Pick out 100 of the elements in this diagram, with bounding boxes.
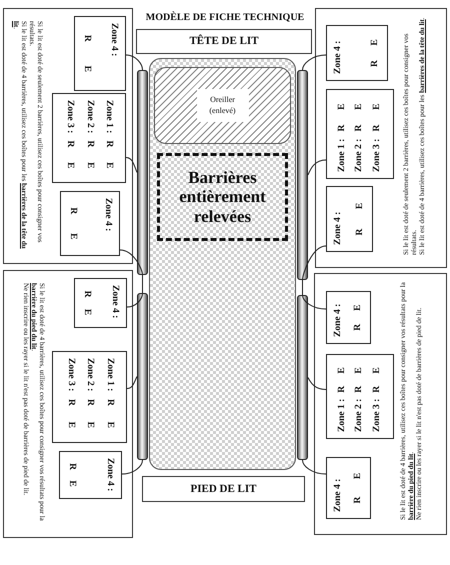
leader-line: [126, 292, 143, 308]
dashed-frame: [157, 153, 288, 241]
zone-box: [52, 351, 127, 443]
instruction-panel: [3, 270, 133, 538]
result-label: E: [338, 104, 348, 110]
zone-box: [60, 191, 120, 256]
bed-rail: [297, 295, 308, 460]
bed-frame: [149, 58, 296, 470]
zone-box: [74, 278, 127, 328]
result-label: E: [84, 422, 94, 428]
bed-rail: [137, 70, 148, 275]
result-label: R: [355, 386, 365, 393]
zone-label: Zone 1 :: [338, 398, 348, 432]
page-title: MODÈLE DE FICHE TECHNIQUE: [144, 12, 306, 23]
leader-line: [302, 460, 326, 474]
result-label: E: [370, 39, 380, 46]
result-label: R: [355, 124, 365, 132]
bed-rail: [137, 293, 148, 460]
zone-box: [326, 89, 394, 179]
leader-line: [308, 160, 326, 176]
zone-box: [326, 457, 371, 519]
zone-label: Zone 1 :: [338, 138, 348, 172]
result-label: R: [372, 386, 382, 393]
result-label: R: [104, 399, 114, 406]
zone-label: Zone 2 :: [355, 398, 365, 432]
zone-box: [326, 25, 388, 81]
result-label: E: [104, 162, 114, 168]
leader-line: [308, 377, 326, 390]
result-label: R: [372, 124, 382, 132]
instruction-panel: [3, 8, 133, 264]
leader-line: [120, 250, 143, 276]
barrier-status-label: Barrières entièrement relevées: [178, 168, 267, 226]
result-label: E: [82, 308, 92, 316]
bed-end-label: PIED DE LIT: [190, 484, 257, 494]
bed-end-label: TÊTE DE LIT: [189, 36, 259, 47]
result-label: E: [372, 104, 382, 110]
result-label: R: [338, 124, 348, 132]
result-label: R: [64, 140, 74, 148]
zone-label: Zone 1 :: [104, 100, 114, 134]
result-label: E: [355, 367, 365, 374]
result-label: R: [356, 228, 365, 236]
zone-label: Zone 2 :: [84, 100, 94, 134]
zone-label: Zone 3 :: [65, 358, 75, 392]
result-label: R: [338, 386, 348, 393]
zone-box: [326, 354, 394, 439]
result-label: R: [84, 140, 94, 148]
zone-label: Zone 3 :: [372, 398, 382, 432]
leader-line: [302, 246, 326, 280]
result-label: E: [354, 304, 363, 311]
result-label: R: [104, 140, 114, 148]
end-banner: [136, 29, 312, 54]
leader-line: [302, 294, 326, 310]
result-label: R: [354, 324, 363, 331]
result-label: E: [355, 104, 365, 110]
result-label: R: [67, 463, 76, 470]
zone-label: Zone 3 :: [64, 100, 74, 134]
zone-box: [52, 93, 126, 183]
result-label: R: [84, 399, 94, 406]
result-label: E: [82, 66, 92, 72]
result-label: E: [104, 422, 114, 428]
zone-label: Zone 4 :: [102, 198, 112, 232]
zone-label: Zone 4 :: [110, 285, 119, 318]
result-label: R: [370, 60, 380, 67]
result-label: E: [64, 162, 74, 168]
result-label: E: [84, 162, 94, 168]
leader-line: [126, 54, 143, 70]
leader-line: [126, 157, 138, 173]
leader-line: [126, 376, 138, 389]
result-label: E: [65, 422, 75, 428]
end-banner: [142, 476, 305, 502]
zone-label: Zone 4 :: [104, 458, 114, 492]
zone-label: Zone 3 :: [372, 138, 382, 172]
zone-box: [59, 451, 122, 499]
instruction-panel: [314, 273, 447, 535]
zone-label: Zone 4 :: [334, 304, 344, 337]
zone-label: Zone 1 :: [104, 358, 114, 392]
result-label: R: [82, 34, 92, 42]
result-label: R: [82, 290, 92, 298]
connector-line: [142, 274, 143, 294]
zone-box: [326, 291, 371, 344]
zone-box: [326, 186, 373, 252]
connector-line: [302, 280, 303, 296]
result-label: E: [67, 480, 76, 487]
result-label: E: [338, 367, 348, 374]
pillow-label: Oreiller (enlevé): [196, 89, 248, 122]
result-label: R: [65, 399, 75, 406]
result-label: E: [68, 233, 78, 240]
zone-box: [74, 16, 126, 91]
pillow-shape: [154, 67, 291, 144]
result-label: E: [354, 472, 363, 480]
result-label: E: [356, 202, 365, 210]
zone-label: Zone 4 :: [108, 23, 118, 56]
zone-label: Zone 4 :: [334, 40, 344, 74]
result-label: R: [68, 207, 78, 214]
bed-rail: [297, 70, 308, 280]
zone-label: Zone 2 :: [355, 138, 365, 172]
result-label: R: [354, 496, 363, 504]
zone-label: Zone 4 :: [334, 478, 344, 512]
instruction-panel: [315, 8, 447, 268]
zone-label: Zone 4 :: [334, 212, 344, 245]
